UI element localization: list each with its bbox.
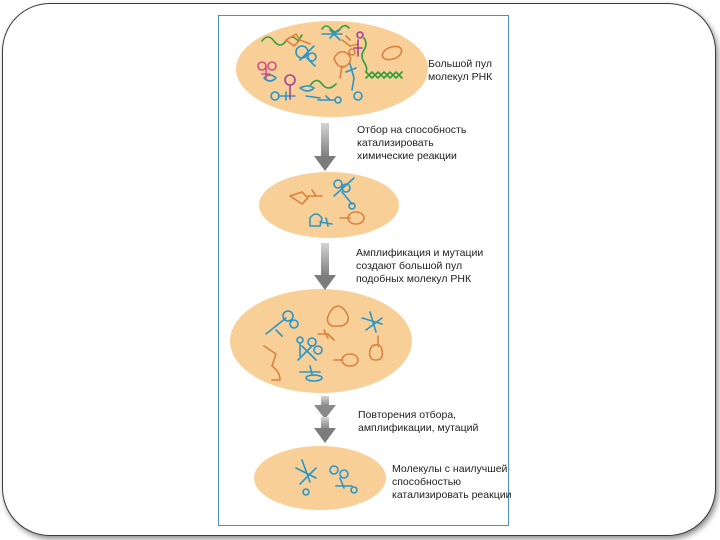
rna-molecule-icon xyxy=(381,45,403,61)
down-arrow-icon xyxy=(314,123,336,171)
rna-molecule-icon xyxy=(299,365,323,382)
down-arrow-icon xyxy=(314,243,336,290)
rna-molecule-icon xyxy=(345,63,363,101)
rna-molecule-icon xyxy=(333,50,352,79)
pool-best xyxy=(254,446,386,510)
rna-molecule-icon xyxy=(317,329,335,341)
step-2-caption: Отбор на способность катализировать хими… xyxy=(357,124,467,162)
rna-molecule-icon xyxy=(326,305,350,327)
rna-molecule-icon xyxy=(261,34,303,46)
rna-molecules-selected xyxy=(289,177,365,227)
rna-molecule-icon xyxy=(309,79,337,89)
step-3-caption: Амплификация и мутации создают большой п… xyxy=(356,247,484,285)
rna-molecule-icon xyxy=(289,189,323,205)
rna-molecule-icon xyxy=(361,311,383,333)
rna-molecule-icon xyxy=(353,31,364,57)
rna-molecule-icon xyxy=(299,85,321,99)
pool-selected xyxy=(259,172,399,238)
rna-molecule-icon xyxy=(297,337,323,361)
step-4-caption: Повторения отбора, амплификации, мутаций xyxy=(358,409,479,434)
rna-molecule-icon xyxy=(270,91,296,101)
rna-molecule-icon xyxy=(295,459,317,496)
rna-molecule-icon xyxy=(368,335,384,361)
rna-molecule-icon xyxy=(284,74,296,100)
rna-molecule-icon xyxy=(295,45,317,67)
rna-molecule-icon xyxy=(339,211,365,225)
rna-molecule-icon xyxy=(321,29,343,41)
rna-molecule-icon xyxy=(263,345,281,381)
rna-molecule-icon xyxy=(361,37,368,73)
rna-molecule-icon xyxy=(329,465,358,494)
step-1-caption: Большой пул молекул РНК xyxy=(428,58,493,83)
rna-molecule-icon xyxy=(257,61,277,79)
rna-molecule-icon xyxy=(265,310,299,337)
rna-molecule-icon xyxy=(333,177,356,210)
step-5-caption: Молекулы с наилучшей способностью катали… xyxy=(392,463,512,501)
rna-molecule-icon xyxy=(263,74,277,82)
rna-molecule-icon xyxy=(296,336,304,357)
pool-initial xyxy=(236,21,428,117)
double-down-arrow-icon xyxy=(314,396,336,443)
rna-molecule-icon xyxy=(333,353,359,367)
rna-molecules-best xyxy=(295,459,358,496)
rna-molecules-amplified xyxy=(263,305,384,382)
rna-molecule-icon xyxy=(309,213,333,227)
pool-amplified xyxy=(230,289,412,393)
rna-molecules-initial xyxy=(257,24,403,104)
rna-molecule-icon xyxy=(365,71,403,79)
rna-molecule-icon xyxy=(317,95,342,104)
rna-molecule-icon xyxy=(365,71,403,79)
rna-molecule-icon xyxy=(285,33,311,47)
rna-molecule-icon xyxy=(341,35,359,56)
